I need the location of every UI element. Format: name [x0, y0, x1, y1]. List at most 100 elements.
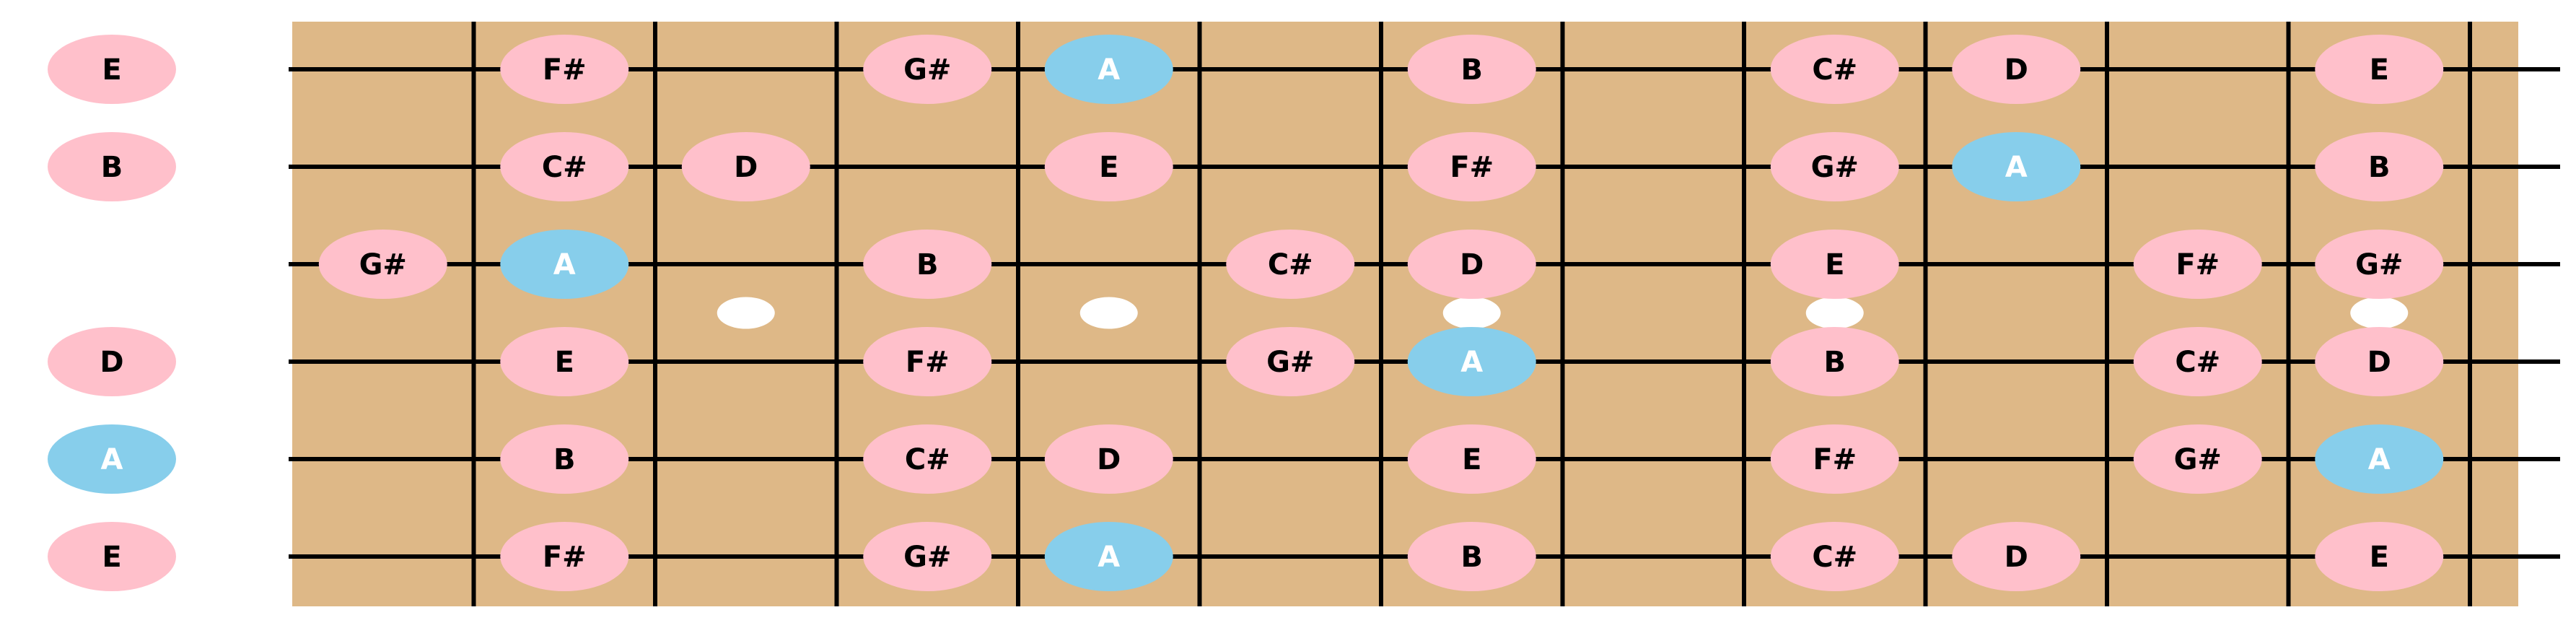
- note-string-1-fret-4: G#: [863, 35, 992, 104]
- note-marker: [2133, 230, 2262, 299]
- note-marker: [1952, 522, 2081, 591]
- note-label: C#: [1812, 53, 1857, 87]
- root-note-marker: [48, 424, 176, 494]
- note-string-2-fret-3: D: [681, 132, 810, 201]
- note-string-4-fret-7: A: [1407, 327, 1536, 396]
- note-string-3-fret-7: D: [1407, 230, 1536, 299]
- note-string-6-fret-12: E: [2315, 522, 2444, 591]
- note-label: C#: [542, 151, 587, 184]
- note-marker: [1407, 522, 1536, 591]
- note-string-5-fret-4: C#: [863, 424, 992, 494]
- root-note-marker: [1044, 522, 1173, 591]
- inlay-dot-fret-7: [1442, 297, 1501, 329]
- note-label: D: [1460, 248, 1484, 282]
- note-label: E: [2370, 53, 2389, 87]
- note-label: A: [2368, 443, 2391, 476]
- note-string-6-fret-10: D: [1952, 522, 2081, 591]
- note-label: E: [555, 346, 574, 379]
- note-marker: [863, 35, 992, 104]
- note-label: E: [102, 541, 121, 574]
- note-string-1-fret-5: A: [1044, 35, 1173, 104]
- open-note-string-6: E: [48, 522, 176, 591]
- note-label: B: [1824, 346, 1846, 379]
- note-label: F#: [906, 346, 950, 379]
- note-label: F#: [1813, 443, 1857, 476]
- note-marker: [48, 327, 176, 396]
- inlay-dot-fret-9: [1805, 297, 1864, 329]
- note-string-2-fret-7: F#: [1407, 132, 1536, 201]
- note-marker: [500, 132, 629, 201]
- inlay-dot-fret-12: [2350, 297, 2409, 329]
- note-label: A: [553, 248, 576, 282]
- note-marker: [500, 424, 629, 494]
- note-marker: [2315, 522, 2444, 591]
- note-marker: [1407, 230, 1536, 299]
- note-marker: [2133, 327, 2262, 396]
- note-string-5-fret-5: D: [1044, 424, 1173, 494]
- note-marker: [1770, 132, 1899, 201]
- note-marker: [1407, 132, 1536, 201]
- note-label: B: [1461, 53, 1484, 87]
- note-marker: [318, 230, 447, 299]
- root-note-marker: [1952, 132, 2081, 201]
- note-string-6-fret-2: F#: [500, 522, 629, 591]
- note-label: A: [1460, 346, 1483, 379]
- note-marker: [863, 230, 992, 299]
- root-note-marker: [500, 230, 629, 299]
- note-marker: [2315, 327, 2444, 396]
- note-marker: [1770, 35, 1899, 104]
- open-note-string-1: E: [48, 35, 176, 104]
- note-marker: [2315, 230, 2444, 299]
- fret-lines: [471, 22, 2472, 606]
- note-string-6-fret-7: B: [1407, 522, 1536, 591]
- note-marker: [2315, 35, 2444, 104]
- fretboard-background: [292, 22, 2518, 606]
- note-string-5-fret-9: F#: [1770, 424, 1899, 494]
- note-label: G#: [359, 248, 407, 282]
- open-note-string-2: B: [48, 132, 176, 201]
- note-marker: [681, 132, 810, 201]
- note-string-1-fret-12: E: [2315, 35, 2444, 104]
- note-label: A: [1098, 53, 1120, 87]
- inlay-dot-fret-3: [717, 297, 775, 329]
- open-note-string-4: D: [48, 327, 176, 396]
- note-string-3-fret-2: A: [500, 230, 629, 299]
- note-marker: [1407, 35, 1536, 104]
- note-string-3-fret-12: G#: [2315, 230, 2444, 299]
- note-string-1-fret-2: F#: [500, 35, 629, 104]
- note-marker: [1770, 424, 1899, 494]
- note-marker: [863, 327, 992, 396]
- note-marker: [48, 132, 176, 201]
- note-label: G#: [1266, 346, 1314, 379]
- note-label: F#: [543, 53, 587, 87]
- note-string-1-fret-10: D: [1952, 35, 2081, 104]
- root-note-marker: [1407, 327, 1536, 396]
- note-label: G#: [903, 53, 951, 87]
- note-string-5-fret-11: G#: [2133, 424, 2262, 494]
- note-label: C#: [1268, 248, 1313, 282]
- note-string-2-fret-12: B: [2315, 132, 2444, 201]
- note-label: F#: [2176, 248, 2220, 282]
- note-marker: [500, 35, 629, 104]
- note-string-2-fret-5: E: [1044, 132, 1173, 201]
- note-label: D: [2005, 53, 2028, 87]
- note-marker: [1770, 230, 1899, 299]
- note-string-5-fret-7: E: [1407, 424, 1536, 494]
- root-note-marker: [1044, 35, 1173, 104]
- note-label: E: [2370, 541, 2389, 574]
- note-marker: [2315, 132, 2444, 201]
- note-label: E: [1462, 443, 1481, 476]
- note-marker: [500, 522, 629, 591]
- note-string-2-fret-2: C#: [500, 132, 629, 201]
- note-label: B: [553, 443, 576, 476]
- fret-inlays: [717, 297, 2409, 329]
- note-string-4-fret-6: G#: [1226, 327, 1355, 396]
- note-string-4-fret-2: E: [500, 327, 629, 396]
- note-string-6-fret-9: C#: [1770, 522, 1899, 591]
- note-marker: [863, 424, 992, 494]
- note-label: D: [2367, 346, 2391, 379]
- note-string-4-fret-12: D: [2315, 327, 2444, 396]
- inlay-dot-fret-5: [1079, 297, 1138, 329]
